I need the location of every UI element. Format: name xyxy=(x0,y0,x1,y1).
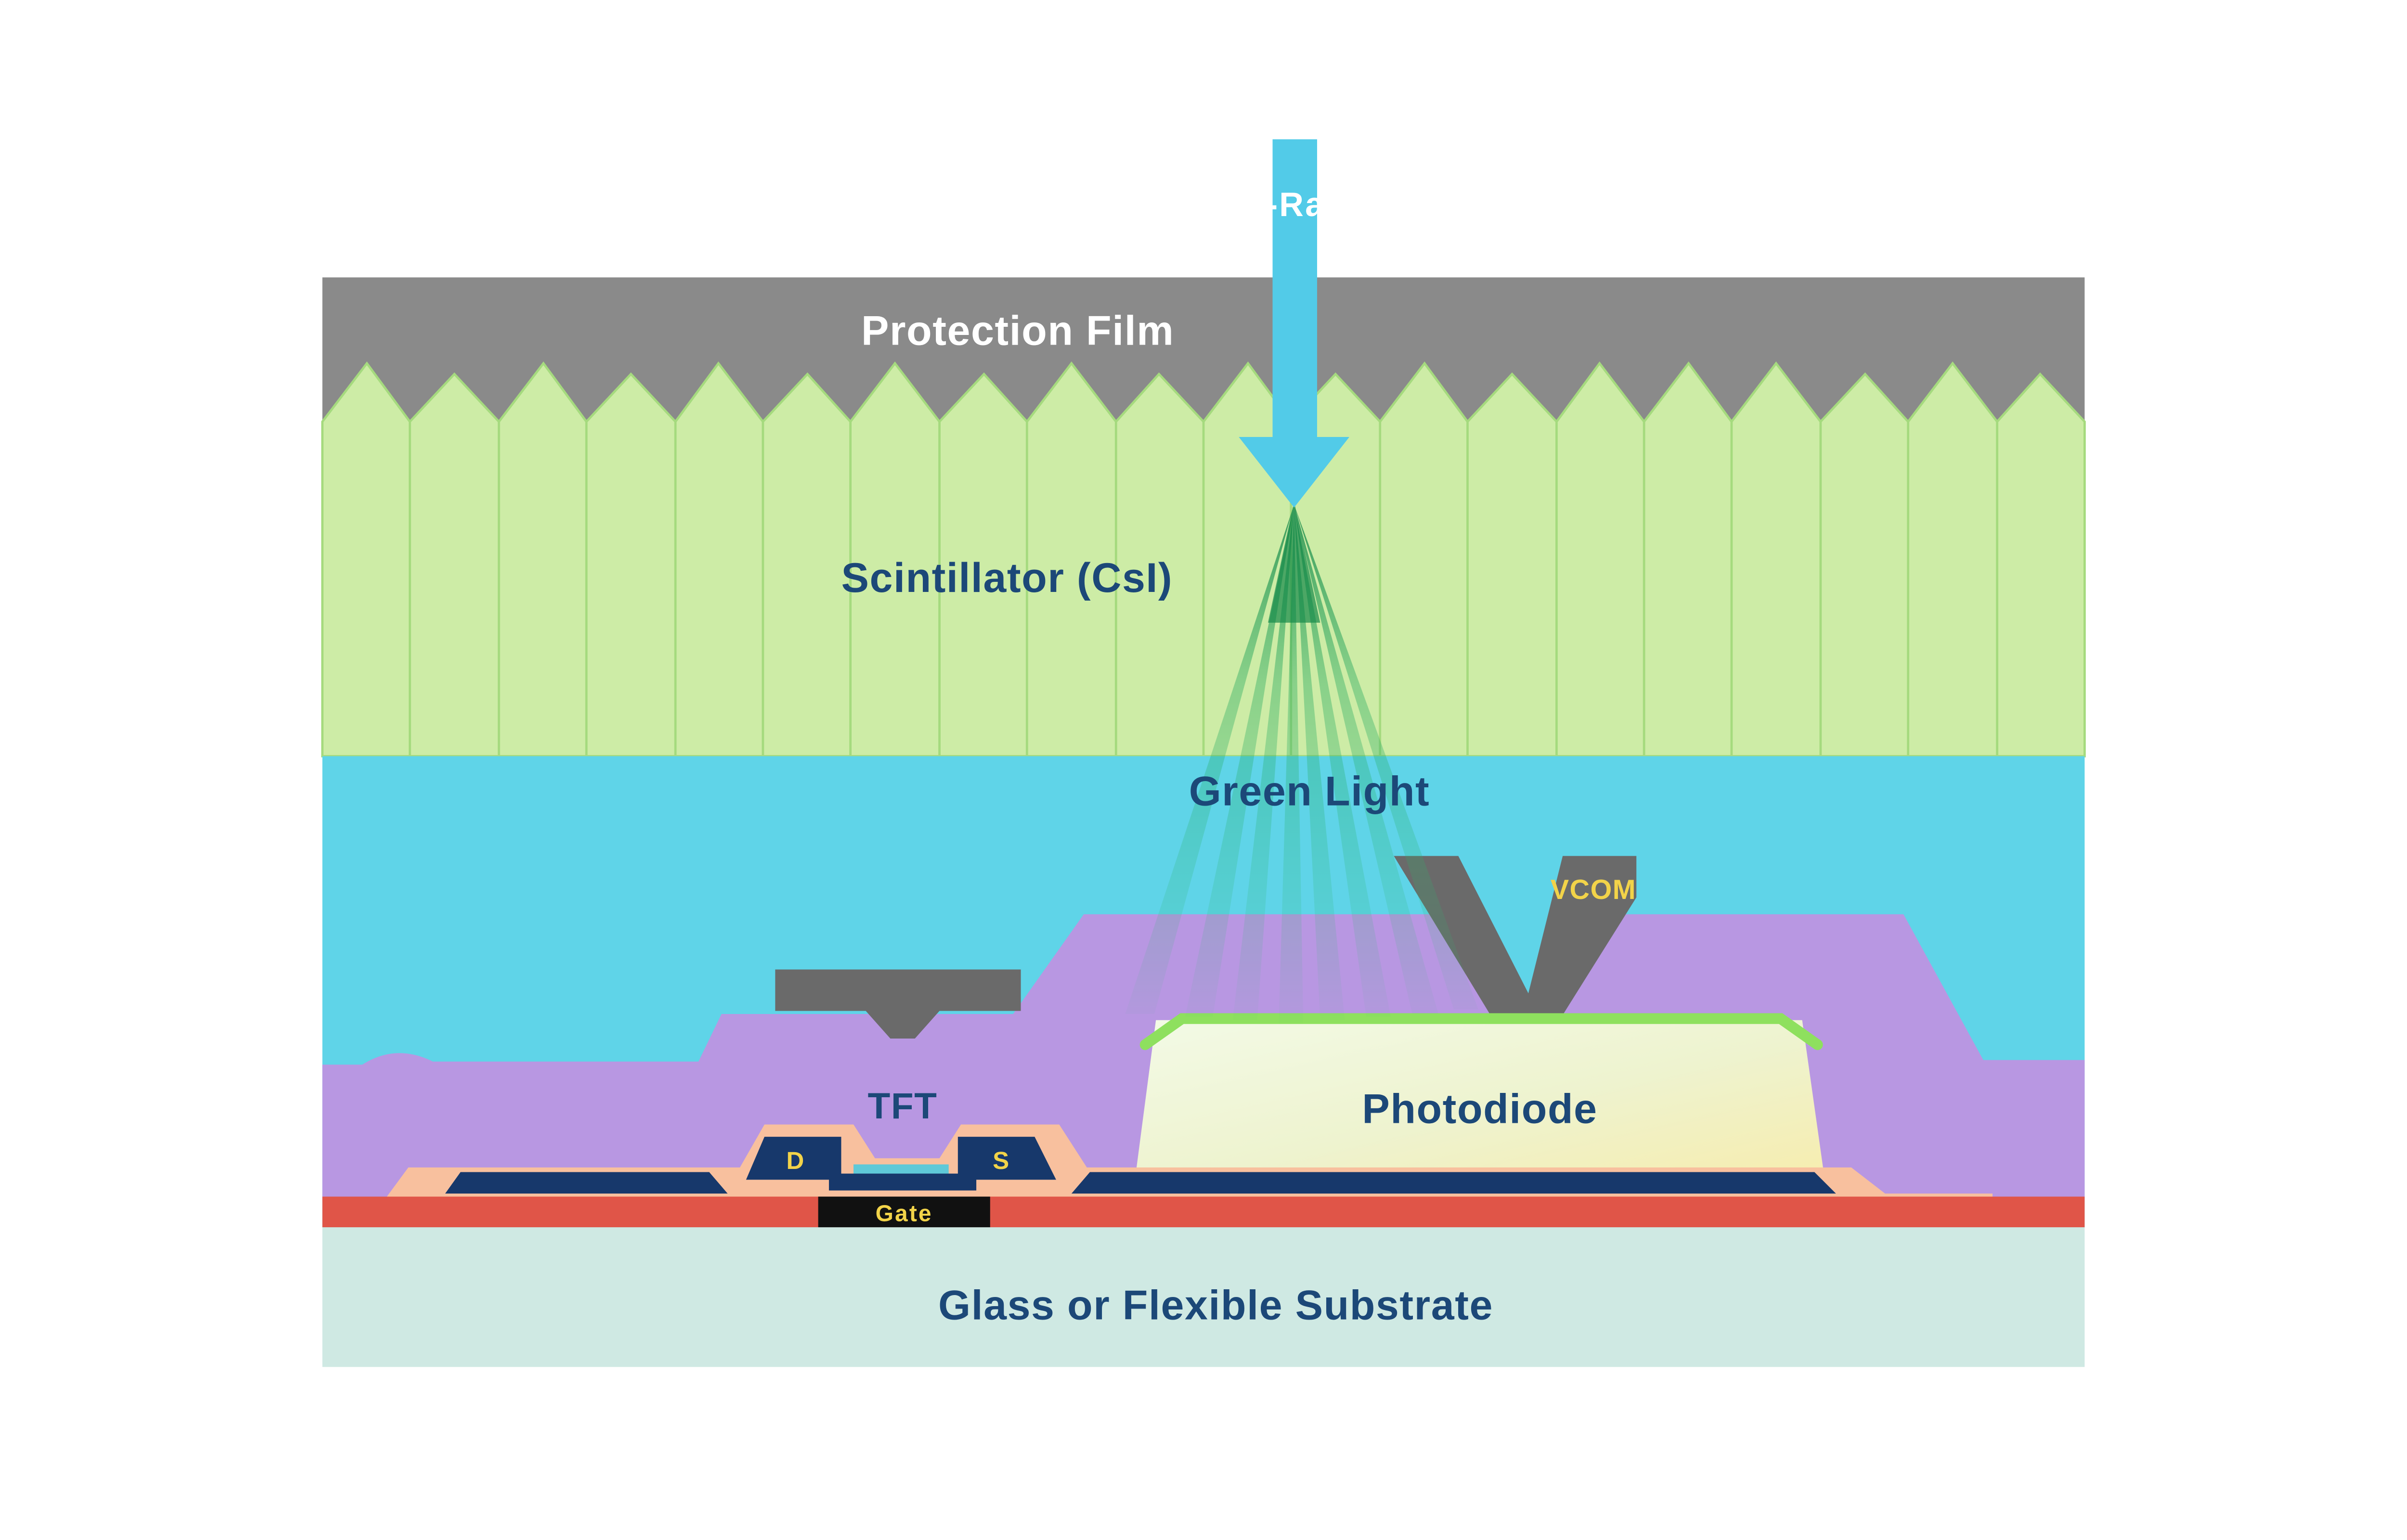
source-electrode xyxy=(958,1137,1056,1180)
gray-shield-block xyxy=(775,969,1021,1039)
xray-arrow xyxy=(1239,139,1349,508)
photodiode-body xyxy=(1136,1020,1824,1172)
scintillator-needles xyxy=(321,361,2086,757)
substrate-layer xyxy=(322,1227,2085,1367)
xray-arrow-head xyxy=(1239,437,1349,508)
navy-electrodes xyxy=(445,1137,1836,1194)
source-label: S xyxy=(993,1147,1009,1174)
scintillator-label: Scintillator (CsI) xyxy=(841,555,1173,601)
green-light-label: Green Light xyxy=(1189,768,1430,814)
vcom-via-right-arm xyxy=(1518,856,1637,1037)
drain-label: D xyxy=(786,1147,804,1174)
red-gate-insulator-layer xyxy=(322,1196,2085,1228)
xray-label: X-Ray xyxy=(1242,185,1346,223)
photodiode-top-electrode xyxy=(1139,1013,1823,1050)
left-metal-line xyxy=(445,1172,728,1194)
gate-electrode xyxy=(818,1196,990,1228)
green-flash-core xyxy=(1268,501,1320,623)
protection-film-label: Protection Film xyxy=(861,308,1174,354)
xray-arrow-shaft xyxy=(1272,139,1317,443)
protection-film-layer xyxy=(322,277,2085,424)
vcom-label: VCOM xyxy=(1551,874,1637,905)
tft-label: TFT xyxy=(867,1086,937,1127)
tft-source-drain-bridge xyxy=(828,1173,977,1191)
substrate-label: Glass or Flexible Substrate xyxy=(938,1283,1493,1329)
photodiode-label: Photodiode xyxy=(1362,1086,1597,1132)
gate-label: Gate xyxy=(876,1201,933,1227)
drain-electrode xyxy=(746,1137,841,1180)
photodiode-bottom-electrode xyxy=(1071,1172,1836,1194)
